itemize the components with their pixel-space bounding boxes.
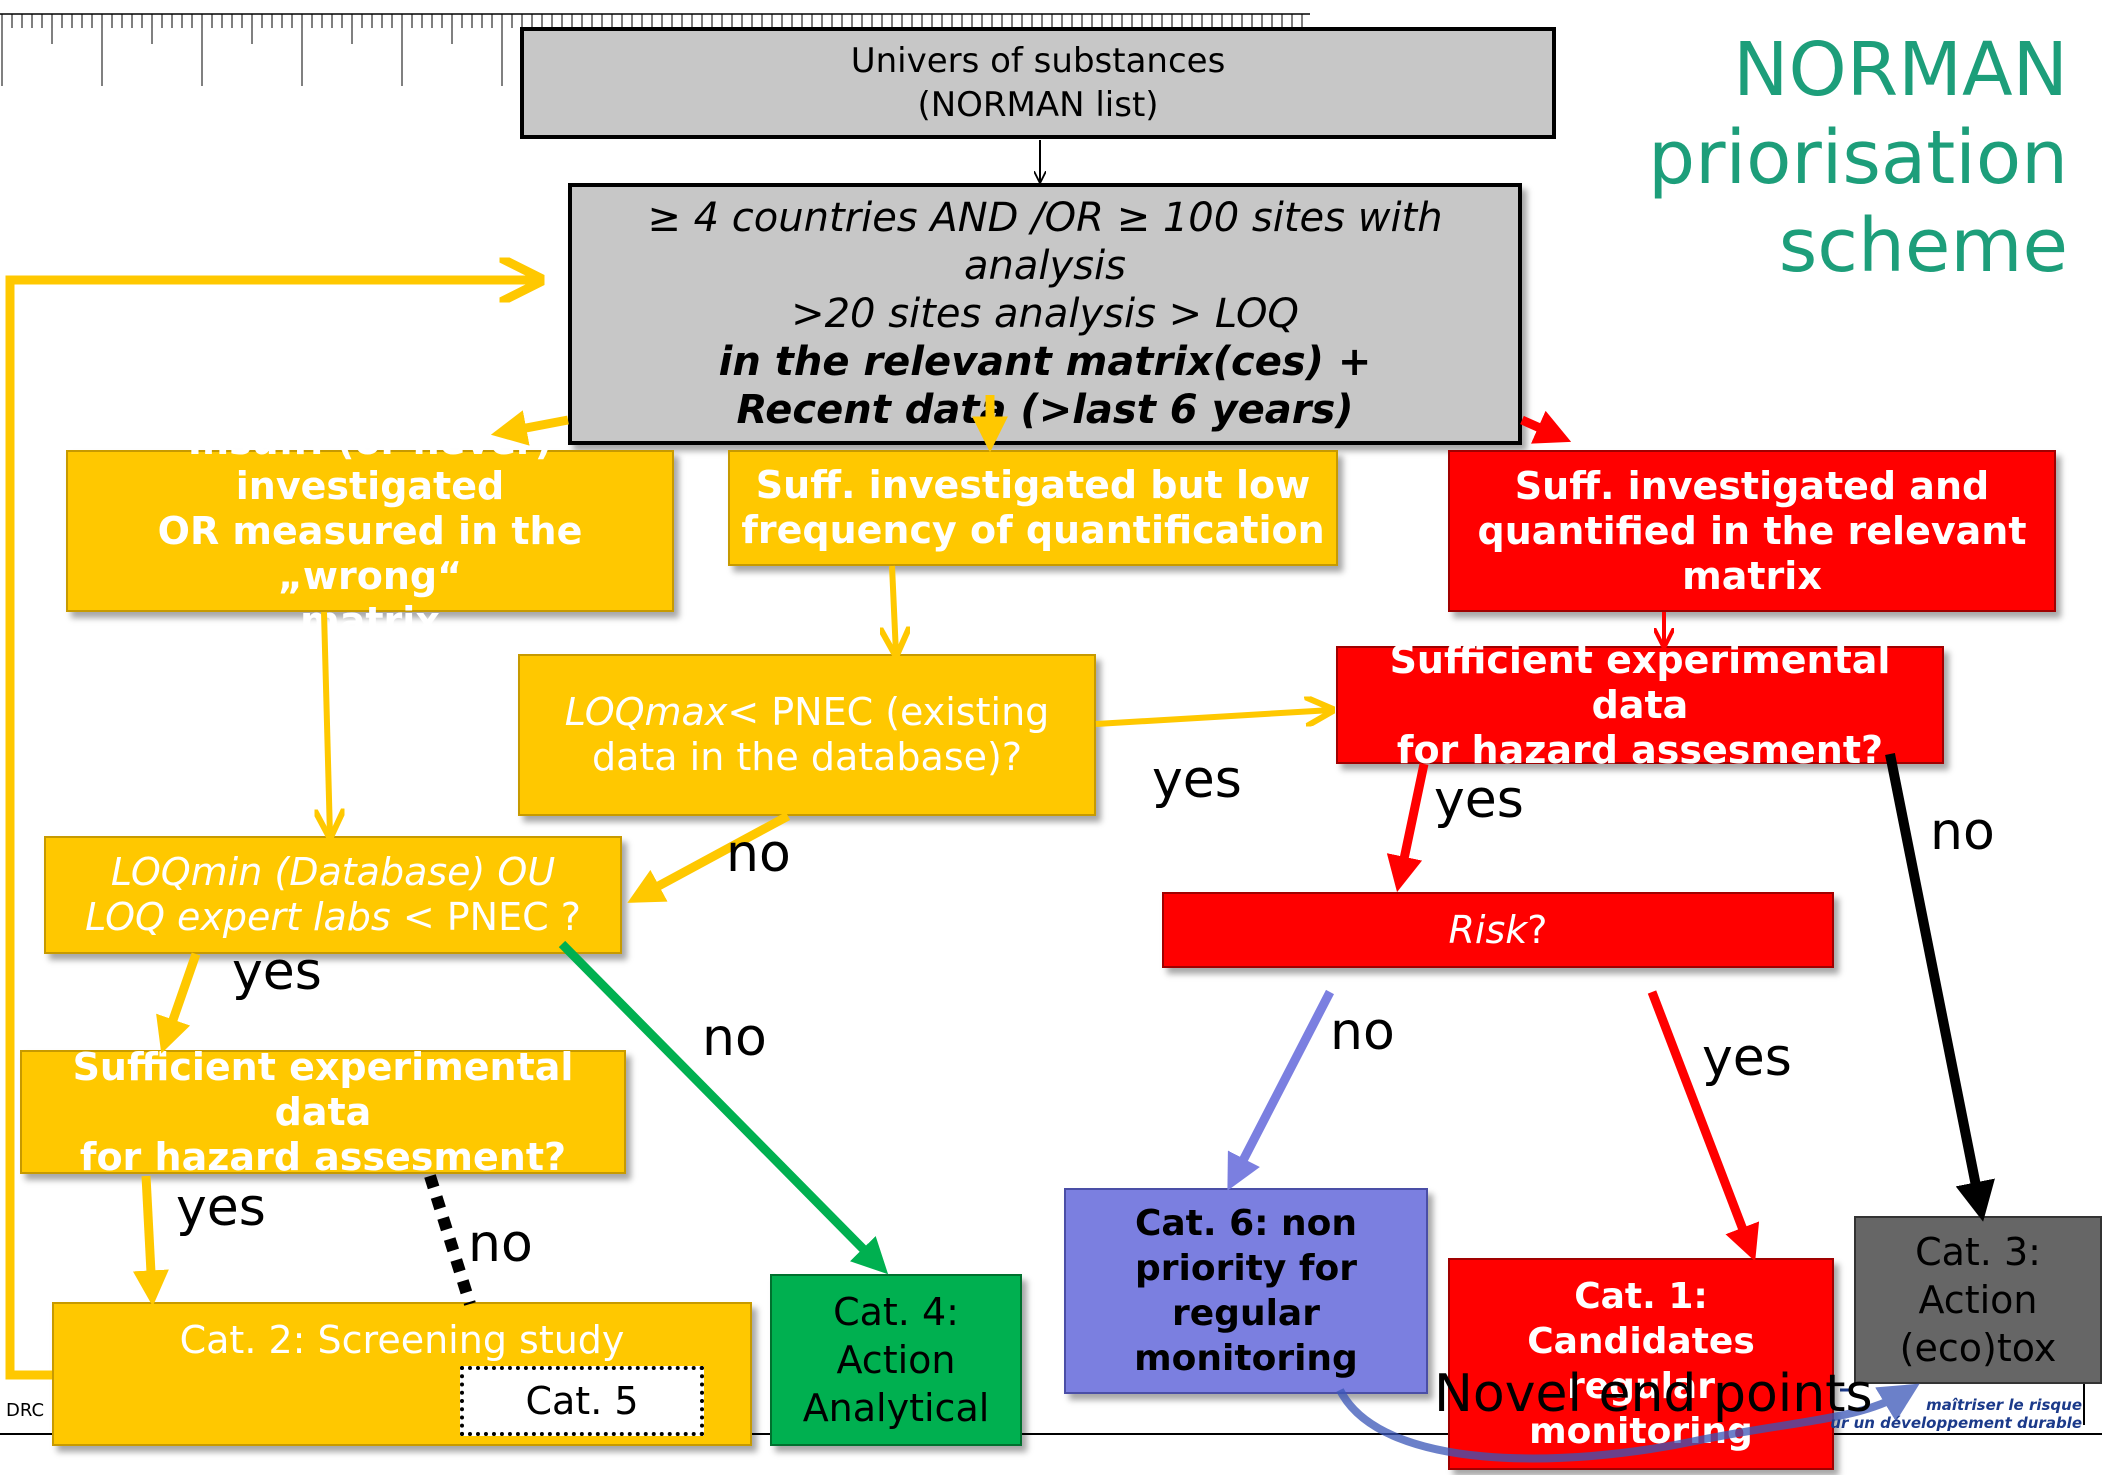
title-line-3: scheme	[1778, 203, 2068, 289]
loqmax-line-1: LOQmax< PNEC (existing	[565, 690, 1050, 735]
arrow-risk-cat1	[1647, 990, 1760, 1262]
loqmax-italic: LOQmax	[564, 690, 728, 734]
quantified-line-3: matrix	[1682, 553, 1822, 598]
label-novel-endpoints: Novel end points	[1434, 1364, 1873, 1424]
cat2-label: Cat. 2: Screening study	[179, 1318, 625, 1362]
cat5-label: Cat. 5	[525, 1379, 639, 1423]
low-frequency-box: Suff. investigated but low frequency of …	[728, 450, 1338, 566]
risk-line: Risk?	[1449, 908, 1548, 953]
risk-rest: ?	[1527, 907, 1548, 952]
hazard-right-box: Sufficient experimental data for hazard …	[1336, 638, 1944, 772]
label-loqmax-yes: yes	[1152, 750, 1242, 810]
arrow-loqmin-hazardleft	[156, 952, 201, 1054]
label-loqmin-no: no	[702, 1008, 767, 1068]
arrow-hazard-cat3	[1885, 753, 1995, 1222]
cat6-line-3: regular	[1172, 1293, 1320, 1334]
cat3-line-2: Action	[1918, 1278, 2038, 1322]
footer-left: DRC	[6, 1400, 45, 1421]
cat1-line-1: Cat. 1:	[1574, 1276, 1708, 1317]
cat4-box: Cat. 4: Action Analytical	[770, 1274, 1022, 1446]
arrow-feedback-loop	[5, 280, 540, 1380]
quantified-line-2: quantified in the relevant	[1477, 508, 2027, 553]
cat3-line-1: Cat. 3:	[1915, 1230, 2041, 1274]
hazard-right-line-2: for hazard assesment?	[1396, 727, 1884, 772]
footer-right-line-1: maîtriser le risque	[1926, 1396, 2082, 1414]
quantified-box: Suff. investigated and quantified in the…	[1448, 450, 2056, 612]
quantified-line-1: Suff. investigated and	[1514, 463, 1990, 508]
arrow-hazardleft-cat5	[424, 1174, 476, 1306]
criteria-line-5: Recent data (>last 6 years)	[736, 387, 1354, 433]
label-loqmin-yes: yes	[232, 942, 322, 1002]
universe-line-1: Univers of substances	[850, 41, 1226, 81]
arrow-insufficient-loqmin	[324, 611, 330, 836]
criteria-line-2: analysis	[964, 243, 1126, 289]
loqmin-box: LOQmin (Database) OU LOQ expert labs < P…	[44, 836, 622, 954]
arrow-lowfreq-loqmax	[892, 565, 896, 654]
loqmax-line-1-rest: < PNEC (existing	[727, 690, 1050, 734]
loqmax-line-2: data in the database)?	[591, 735, 1022, 779]
arrow-criteria-quantified	[1520, 410, 1572, 444]
label-loqmax-no: no	[726, 824, 791, 884]
criteria-line-3: >20 sites analysis > LOQ	[791, 291, 1299, 337]
hazard-left-line-2: for hazard assesment?	[79, 1134, 567, 1179]
arrow-novel-endpoints	[1336, 1383, 1920, 1463]
cat4-line-1: Cat. 4:	[833, 1290, 959, 1334]
criteria-line-1: ≥ 4 countries AND /OR ≥ 100 sites with	[647, 195, 1443, 241]
hazard-left-line-1: Sufficient experimental data	[72, 1044, 574, 1134]
low-frequency-line-2: frequency of quantification	[741, 508, 1325, 552]
label-hazard-left-yes: yes	[176, 1178, 266, 1238]
hazard-left-box: Sufficient experimental data for hazard …	[20, 1045, 626, 1179]
cat6-line-1: Cat. 6: non	[1134, 1203, 1358, 1244]
insufficient-box: Insuff. (or never) investigated OR measu…	[66, 419, 674, 643]
arrow-loqmin-cat4	[558, 940, 889, 1275]
arrow-criteria-insufficient	[490, 410, 569, 446]
cat1-line-3: regular	[1567, 1366, 1715, 1407]
title-line-2: priorisation	[1648, 115, 2068, 201]
cat5-box: Cat. 5	[460, 1366, 704, 1436]
cat6-box: Cat. 6: non priority for regular monitor…	[1064, 1188, 1428, 1394]
cat4-line-2: Action	[836, 1338, 956, 1382]
cat6-line-4: monitoring	[1134, 1338, 1358, 1379]
label-risk-no: no	[1330, 1002, 1395, 1062]
cat1-line-2: Candidates	[1527, 1321, 1755, 1362]
arrow-loqmax-hazard	[1095, 710, 1332, 727]
loqmin-line-2-rest: < PNEC ?	[402, 895, 581, 939]
loqmax-box: LOQmax< PNEC (existing data in the datab…	[518, 654, 1096, 816]
insufficient-line-2: OR measured in the „wrong“	[157, 508, 583, 598]
arrow-risk-cat6	[1227, 989, 1334, 1191]
diagram-title: NORMAN priorisation scheme	[1648, 26, 2068, 290]
cat4-line-3: Analytical	[802, 1386, 990, 1430]
criteria-line-4: in the relevant matrix(ces) +	[718, 339, 1372, 385]
cat3-line-3: (eco)tox	[1899, 1326, 2057, 1370]
arrow-hazard-risk	[1386, 763, 1429, 893]
label-hazard-right-yes: yes	[1434, 770, 1524, 830]
footer-right: maîtriser le risque ur un développement …	[1830, 1396, 2082, 1432]
arrow-hazardleft-cat2	[132, 1175, 169, 1307]
label-hazard-right-no: no	[1930, 802, 1995, 862]
footer-right-line-2: ur un développement durable	[1830, 1414, 2082, 1432]
cat1-line-4: monitoring	[1529, 1411, 1753, 1452]
label-risk-yes: yes	[1702, 1028, 1792, 1088]
cat1-box: Cat. 1: Candidates regular monitoring	[1448, 1258, 1834, 1470]
universe-line-2: (NORMAN list)	[917, 85, 1159, 125]
cat6-line-2: priority for	[1134, 1248, 1358, 1289]
hazard-right-line-1: Sufficient experimental data	[1389, 637, 1891, 727]
universe-box: Univers of substances (NORMAN list)	[520, 27, 1556, 139]
low-frequency-line-1: Suff. investigated but low	[755, 463, 1311, 507]
loqmin-line-2-italic: LOQ expert labs	[85, 895, 391, 939]
risk-italic: Risk	[1448, 907, 1528, 952]
loqmin-line-2: LOQ expert labs < PNEC ?	[85, 895, 581, 940]
risk-box: Risk?	[1162, 892, 1834, 968]
arrow-loqmax-loqmin	[627, 812, 791, 903]
loqmin-line-1: LOQmin (Database) OU	[110, 850, 556, 894]
label-hazard-left-no: no	[468, 1214, 533, 1274]
title-line-1: NORMAN	[1733, 27, 2068, 113]
criteria-box: ≥ 4 countries AND /OR ≥ 100 sites with a…	[568, 183, 1522, 445]
